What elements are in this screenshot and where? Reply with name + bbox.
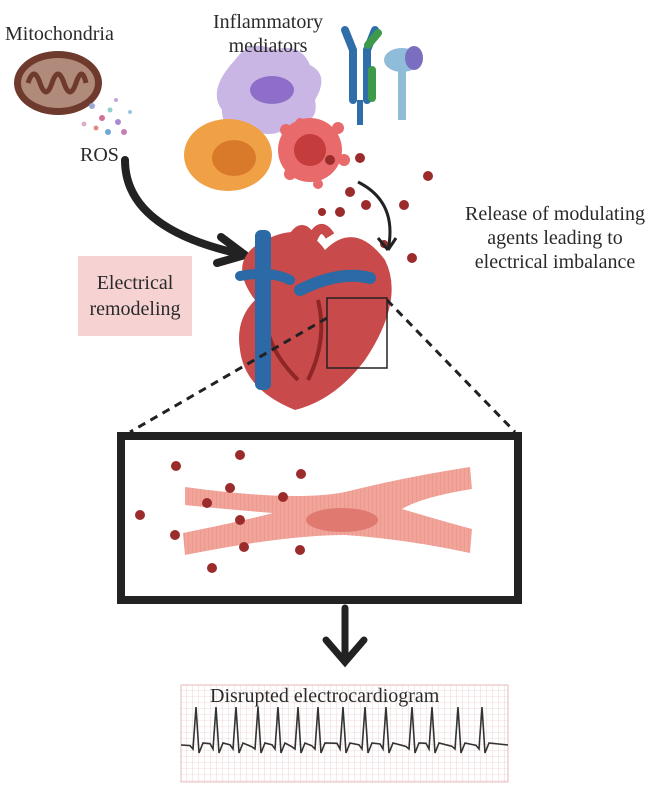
inflammatory-line-1: Inflammatory bbox=[200, 10, 336, 34]
remodeling-line-1: Electrical bbox=[89, 270, 180, 296]
down-arrow bbox=[326, 608, 364, 662]
neutrophil-icon bbox=[184, 119, 272, 191]
mitochondria-icon bbox=[14, 51, 102, 115]
mast-cell-icon bbox=[278, 118, 350, 189]
heart-icon bbox=[239, 229, 392, 410]
release-arrow bbox=[358, 182, 396, 250]
inflammatory-line-2: mediators bbox=[200, 34, 336, 58]
release-label: Release of modulating agents leading to … bbox=[446, 202, 664, 274]
ros-label: ROS bbox=[80, 143, 119, 167]
antibody-icon bbox=[345, 30, 378, 125]
receptor-icon bbox=[384, 46, 423, 120]
mitochondria-label: Mitochondria bbox=[5, 22, 114, 46]
release-line-1: Release of modulating bbox=[446, 202, 664, 226]
inflammatory-label: Inflammatory mediators bbox=[200, 10, 336, 58]
release-line-2: agents leading to bbox=[446, 226, 664, 250]
ecg-title: Disrupted electrocardiogram bbox=[210, 684, 439, 708]
release-line-3: electrical imbalance bbox=[446, 250, 664, 274]
remodeling-line-2: remodeling bbox=[89, 296, 180, 322]
electrical-remodeling-box: Electrical remodeling bbox=[78, 256, 192, 336]
